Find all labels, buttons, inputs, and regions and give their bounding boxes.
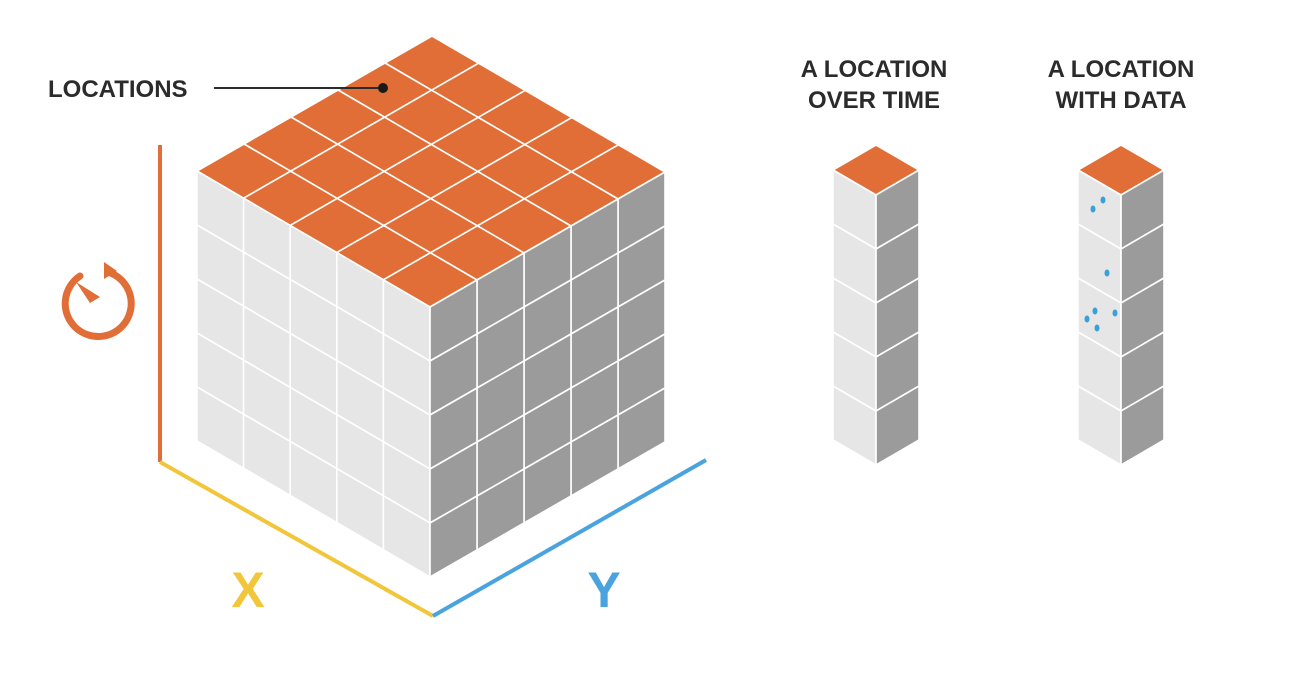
locations-label: LOCATIONS	[48, 76, 188, 103]
data-point	[1100, 196, 1106, 204]
data-point	[1094, 324, 1100, 332]
with-data-title-line1: A LOCATION	[1048, 56, 1195, 83]
with-data-title-line2: WITH DATA	[1055, 87, 1186, 114]
clock-icon	[61, 262, 135, 341]
over-time-title-line1: A LOCATION	[801, 56, 948, 83]
location-with-data-column	[1077, 144, 1165, 466]
data-point	[1104, 269, 1110, 277]
over-time-title-line2: OVER TIME	[808, 87, 940, 114]
x-axis-label: X	[231, 562, 264, 618]
data-point	[1090, 205, 1096, 213]
y-axis-line	[432, 458, 707, 618]
data-point	[1092, 307, 1098, 315]
y-axis-label: Y	[587, 562, 620, 618]
locations-leader-dot	[378, 83, 388, 93]
data-points	[1084, 196, 1118, 332]
data-point	[1112, 309, 1118, 317]
location-over-time-column	[832, 144, 920, 466]
space-time-cube	[196, 35, 666, 578]
x-axis-line	[159, 460, 434, 618]
data-point	[1084, 315, 1090, 323]
